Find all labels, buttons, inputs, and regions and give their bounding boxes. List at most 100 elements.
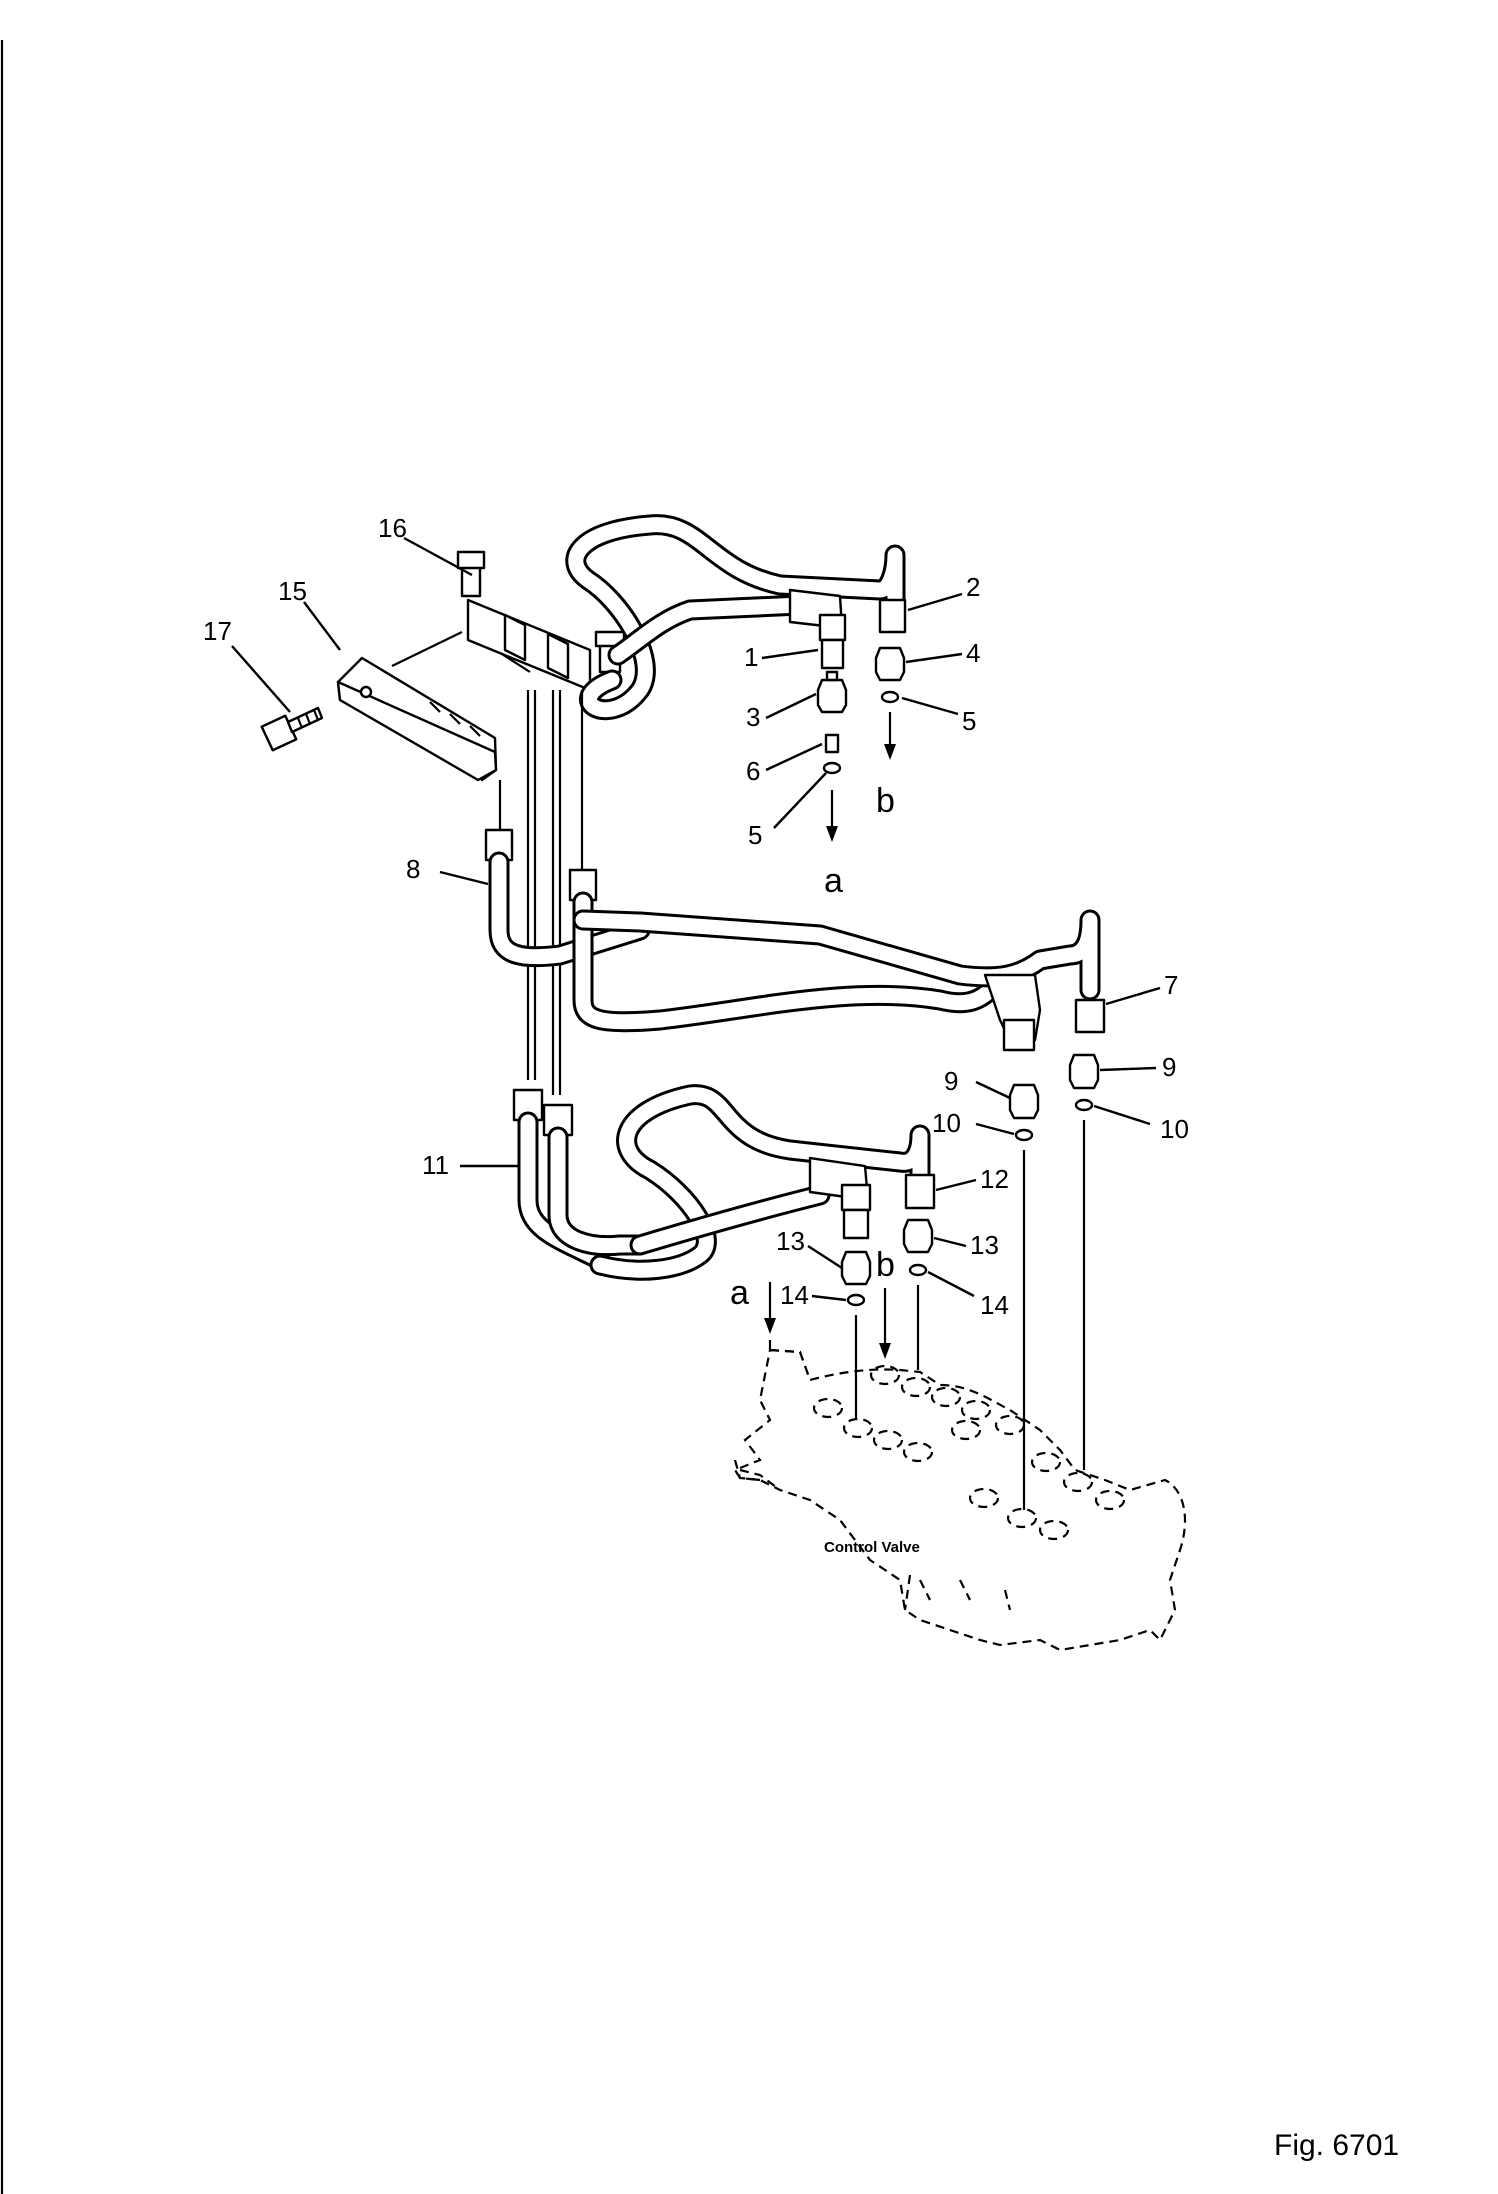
leader-14b xyxy=(927,1270,975,1298)
upper-tube-b-inner xyxy=(610,597,838,663)
callout-11: 11 xyxy=(422,1150,449,1180)
bolt-thread xyxy=(296,709,320,729)
o-ring-14-right xyxy=(908,1263,928,1277)
elbow-body-12 xyxy=(840,1183,872,1212)
clamp-fitting-left-nut xyxy=(456,550,486,570)
callout-9-b: 9 xyxy=(1162,1052,1176,1082)
leader-4 xyxy=(905,652,963,664)
nut-2 xyxy=(878,598,907,634)
leader-17 xyxy=(231,645,291,713)
leader-3 xyxy=(765,692,817,720)
nut-8 xyxy=(484,828,514,862)
lower-fittings xyxy=(764,1218,934,1420)
callout-6: 6 xyxy=(746,756,760,786)
callout-7: 7 xyxy=(1164,970,1178,1000)
lower-tubes xyxy=(512,1084,936,1281)
port-3 xyxy=(872,1429,904,1451)
bracket-assembly xyxy=(260,550,626,782)
orifice-6 xyxy=(824,733,840,754)
callout-17: 17 xyxy=(203,616,232,646)
valve-outline-left xyxy=(733,1459,781,1491)
leader-5a xyxy=(773,772,827,829)
callout-12: 12 xyxy=(980,1164,1009,1194)
nut-13-elbow xyxy=(842,1208,870,1240)
flow-letter-b-upper: b xyxy=(876,782,895,820)
adapter-9-right xyxy=(1068,1053,1100,1090)
callout-10-a: 10 xyxy=(932,1108,961,1138)
port-11 xyxy=(1030,1451,1062,1473)
adapter-13-right xyxy=(902,1218,934,1254)
arrow-b-lower-head xyxy=(879,1343,891,1359)
upper-tube-a-inner xyxy=(568,517,903,718)
port-9 xyxy=(950,1419,982,1441)
control-valve: Control Valve xyxy=(733,1348,1187,1652)
port-15 xyxy=(1006,1507,1038,1529)
flow-letter-a-lower: a xyxy=(730,1274,749,1312)
callout-8: 8 xyxy=(406,854,420,884)
port-6 xyxy=(900,1376,932,1398)
o-ring-10-right xyxy=(1074,1098,1094,1112)
elbow-body-1 xyxy=(818,613,847,642)
adapter-3-top xyxy=(825,670,839,682)
port-13 xyxy=(1094,1489,1126,1511)
leader-9b xyxy=(1099,1066,1157,1072)
leader-6 xyxy=(765,742,823,772)
callout-13-a: 13 xyxy=(776,1226,805,1256)
tube-8-inner xyxy=(491,854,648,965)
nut-7-left xyxy=(568,868,598,902)
callout-15: 15 xyxy=(278,576,307,606)
bolt-shank xyxy=(286,706,324,734)
port-14 xyxy=(968,1487,1000,1509)
clamp-slot-1 xyxy=(503,613,527,662)
tube-7-inner xyxy=(575,894,1008,1030)
callout-3: 3 xyxy=(746,702,760,732)
leader-7 xyxy=(1105,986,1161,1006)
bolt xyxy=(260,706,324,752)
nut-7-elbow xyxy=(1002,1018,1036,1052)
nut-11-left xyxy=(512,1088,544,1122)
callout-5-a: 5 xyxy=(748,820,762,850)
leader-9a xyxy=(975,1080,1011,1100)
leader-14a xyxy=(811,1294,847,1302)
o-ring-14-left xyxy=(846,1293,866,1307)
upper-tubes xyxy=(565,514,907,721)
middle-tubes xyxy=(484,690,1106,1095)
callout-4: 4 xyxy=(966,638,980,668)
figure-number: Fig. 6701 xyxy=(1274,2129,1399,2162)
port-12 xyxy=(1062,1471,1094,1493)
tube-clamp xyxy=(456,550,626,692)
port-2 xyxy=(842,1417,874,1439)
callout-14-a: 14 xyxy=(780,1280,809,1310)
leader-16 xyxy=(403,536,473,577)
leader-15 xyxy=(303,601,341,651)
nut-11-right xyxy=(542,1103,574,1137)
callout-1: 1 xyxy=(744,642,758,672)
leader-5b xyxy=(901,696,959,716)
flow-letter-b-lower: b xyxy=(876,1246,895,1284)
callout-14-b: 14 xyxy=(980,1290,1009,1320)
leader-13b xyxy=(933,1236,967,1248)
bracket-plate-edge xyxy=(336,680,498,782)
port-7 xyxy=(930,1386,962,1408)
valve-ports xyxy=(812,1364,1126,1541)
middle-fittings xyxy=(1008,1053,1100,1510)
adapter-9-left xyxy=(1008,1083,1040,1120)
port-8 xyxy=(960,1399,992,1421)
leader-10a xyxy=(975,1122,1015,1136)
nut-12 xyxy=(904,1173,936,1210)
leader-8 xyxy=(439,870,489,886)
port-4 xyxy=(902,1441,934,1463)
o-ring-10-left xyxy=(1014,1128,1034,1142)
arrow-a-head xyxy=(826,826,838,842)
callout-10-b: 10 xyxy=(1160,1114,1189,1144)
leader-2 xyxy=(907,592,963,612)
port-10 xyxy=(994,1414,1026,1436)
callout-5-b: 5 xyxy=(962,706,976,736)
callout-13-b: 13 xyxy=(970,1230,999,1260)
callout-2: 2 xyxy=(966,572,980,602)
tube-11b-inner xyxy=(550,1129,648,1254)
bracket-notches xyxy=(429,701,481,737)
leader-12 xyxy=(935,1178,977,1192)
